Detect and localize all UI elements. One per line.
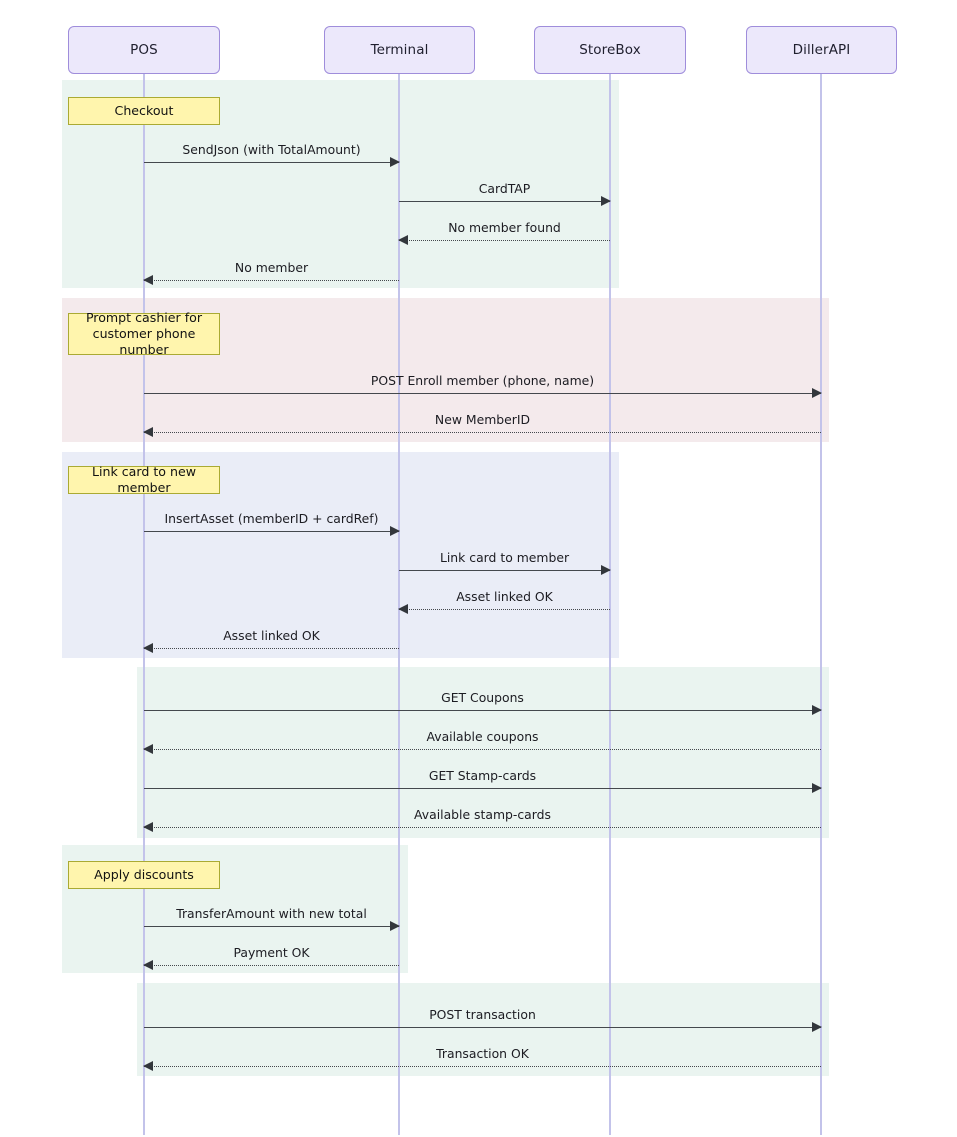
message-label: POST Enroll member (phone, name)	[370, 373, 595, 388]
message-line	[144, 432, 821, 433]
message-label: InsertAsset (memberID + cardRef)	[164, 511, 379, 526]
message-label: SendJson (with TotalAmount)	[182, 142, 361, 157]
message-label: Link card to member	[439, 550, 570, 565]
message-line	[144, 965, 399, 966]
message-label: Payment OK	[233, 945, 310, 960]
message-label: GET Stamp-cards	[428, 768, 537, 783]
message-label: Asset linked OK	[223, 628, 320, 643]
message-label: TransferAmount with new total	[176, 906, 367, 921]
message-label: New MemberID	[434, 412, 531, 427]
message-label: GET Coupons	[441, 690, 524, 705]
participant-label: StoreBox	[579, 42, 641, 58]
section-background	[137, 667, 829, 838]
arrowhead-right-icon	[601, 565, 611, 575]
message-label: Available stamp-cards	[414, 807, 551, 822]
participant-dillerapi[interactable]: DillerAPI	[746, 26, 897, 74]
participant-pos[interactable]: POS	[68, 26, 220, 74]
arrowhead-right-icon	[812, 1022, 822, 1032]
participant-label: Terminal	[370, 42, 429, 58]
message-line	[144, 393, 821, 394]
message-line	[144, 1066, 821, 1067]
message-line	[144, 749, 821, 750]
arrowhead-right-icon	[812, 388, 822, 398]
note-label: Checkout	[114, 102, 174, 118]
arrowhead-right-icon	[390, 526, 400, 536]
message-line	[399, 570, 610, 571]
message-label: No member	[234, 260, 309, 275]
arrowhead-right-icon	[390, 157, 400, 167]
section-background	[137, 983, 829, 1076]
arrowhead-right-icon	[390, 921, 400, 931]
message-line	[399, 240, 610, 241]
message-line	[144, 827, 821, 828]
arrowhead-left-icon	[143, 643, 153, 653]
lifeline-pos	[143, 74, 145, 1135]
message-label: Asset linked OK	[456, 589, 553, 604]
arrowhead-right-icon	[812, 705, 822, 715]
note-apply[interactable]: Apply discounts	[68, 861, 220, 889]
message-line	[144, 1027, 821, 1028]
message-line	[144, 162, 399, 163]
message-line	[144, 280, 399, 281]
message-label: No member found	[448, 220, 561, 235]
participant-label: DillerAPI	[792, 42, 851, 58]
arrowhead-left-icon	[398, 235, 408, 245]
participant-storebox[interactable]: StoreBox	[534, 26, 686, 74]
note-checkout[interactable]: Checkout	[68, 97, 220, 125]
lifeline-dillerapi	[820, 74, 822, 1135]
message-line	[399, 201, 610, 202]
arrowhead-left-icon	[143, 1061, 153, 1071]
message-line	[144, 648, 399, 649]
lifeline-storebox	[609, 74, 611, 1135]
message-line	[144, 788, 821, 789]
message-label: Transaction OK	[436, 1046, 529, 1061]
message-line	[144, 531, 399, 532]
arrowhead-left-icon	[143, 275, 153, 285]
arrowhead-left-icon	[143, 960, 153, 970]
message-label: CardTAP	[478, 181, 531, 196]
message-label: Available coupons	[426, 729, 539, 744]
participant-terminal[interactable]: Terminal	[324, 26, 475, 74]
note-link[interactable]: Link card to new member	[68, 463, 220, 495]
arrowhead-left-icon	[398, 604, 408, 614]
arrowhead-left-icon	[143, 822, 153, 832]
note-label: Prompt cashier for customer phone number	[85, 309, 203, 358]
note-label: Link card to new member	[91, 463, 197, 495]
message-label: POST transaction	[429, 1007, 536, 1022]
message-line	[144, 710, 821, 711]
note-prompt[interactable]: Prompt cashier for customer phone number	[68, 309, 220, 358]
arrowhead-left-icon	[143, 744, 153, 754]
arrowhead-left-icon	[143, 427, 153, 437]
arrowhead-right-icon	[601, 196, 611, 206]
note-label: Apply discounts	[94, 866, 194, 882]
message-line	[399, 609, 610, 610]
arrowhead-right-icon	[812, 783, 822, 793]
message-line	[144, 926, 399, 927]
participant-label: POS	[130, 42, 158, 58]
